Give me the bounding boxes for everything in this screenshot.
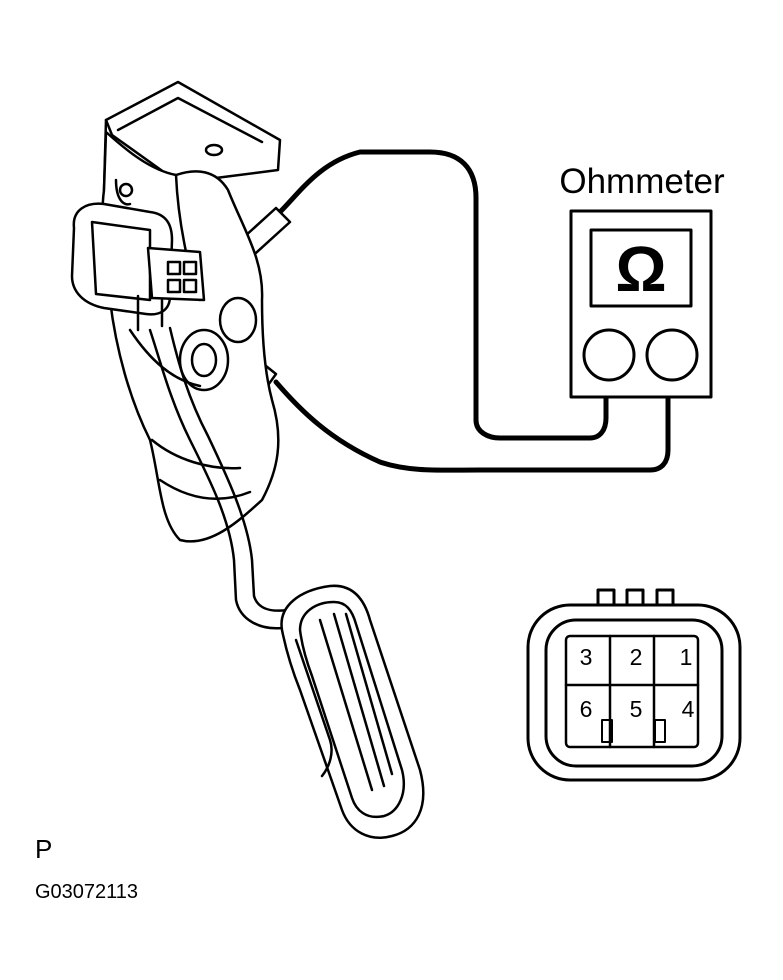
ohmmeter-box (569, 209, 713, 399)
pedal-arm (148, 326, 290, 630)
connector-front-view (526, 588, 742, 782)
ohm-symbol: Ω (615, 233, 666, 305)
ohmmeter-display (589, 228, 693, 308)
lead-wire-upper (277, 149, 609, 441)
view-letter: P (35, 834, 52, 864)
sensor-connector-body (70, 202, 206, 332)
pin-label-1: 1 (680, 644, 693, 670)
lead-wire-lower (273, 379, 671, 473)
figure-id: G03072113 (35, 881, 138, 903)
pin-label-3: 3 (580, 644, 593, 670)
ohmmeter-title: Ohmmeter (559, 162, 725, 201)
pedal-pad (280, 584, 425, 839)
ohmmeter-terminal-left (582, 328, 636, 382)
pedal-housing (101, 130, 280, 543)
pin-label-6: 6 (580, 696, 593, 722)
ohmmeter-terminal-right (645, 328, 699, 382)
pin-label-4: 4 (682, 696, 695, 722)
pin-label-5: 5 (630, 696, 643, 722)
pin-label-2: 2 (630, 644, 643, 670)
